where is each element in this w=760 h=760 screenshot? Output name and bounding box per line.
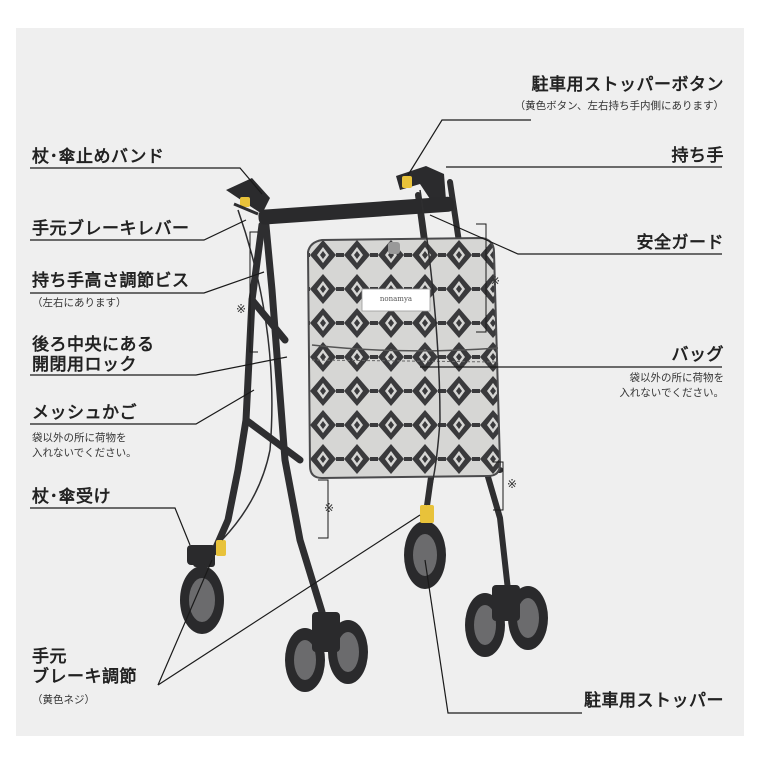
label-stopper-button: 駐車用ストッパーボタン <box>531 75 724 95</box>
note-brake-adjust: （黄色ネジ） <box>32 694 95 706</box>
label-safety-guard: 安全ガード <box>636 233 724 253</box>
mark-2: ※ <box>490 274 500 288</box>
label-cane-holder: 杖･傘受け <box>32 487 111 507</box>
cane-holder-cup <box>187 545 207 565</box>
label-hand-brake-lever: 手元ブレーキレバー <box>32 219 190 239</box>
note-stopper-button: （黄色ボタン、左右持ち手内側にあります） <box>514 100 724 112</box>
label-mesh-basket: メッシュかご <box>32 403 137 423</box>
wheel-front-left <box>180 540 226 634</box>
mark-3: ※ <box>324 501 334 515</box>
bracket-marks: ※ ※ ※ ※ <box>236 274 517 515</box>
mark-4: ※ <box>507 477 517 491</box>
wheel-rear-center <box>404 505 446 589</box>
label-cane-band: 杖･傘止めバンド <box>32 147 165 167</box>
note-mesh-line1: 袋以外の所に荷物を <box>32 432 127 444</box>
label-rear-lock-line1: 後ろ中央にある <box>32 335 155 355</box>
mark-1: ※ <box>236 302 246 316</box>
label-rear-lock-line2: 開閉用ロック <box>32 355 137 375</box>
brake-cables <box>221 189 441 541</box>
note-mesh-line2: 入れないでください。 <box>32 447 137 459</box>
dimension-brackets <box>249 223 504 539</box>
label-parking-stopper: 駐車用ストッパー <box>584 691 724 711</box>
label-brake-adjust-line1: 手元 <box>32 647 67 667</box>
label-bag: バッグ <box>671 345 724 365</box>
label-handle: 持ち手 <box>671 146 724 166</box>
wheel-front-center <box>285 612 368 692</box>
bag-brand-tag: nonamya <box>380 295 412 303</box>
note-bag-line2: 入れないでください。 <box>619 387 724 399</box>
label-brake-adjust-line2: ブレーキ調節 <box>32 667 137 687</box>
leader-lines <box>30 119 722 714</box>
note-height-screw: （左右にあります） <box>32 297 127 309</box>
bag: nonamya <box>306 236 502 480</box>
front-frame <box>210 211 326 616</box>
wheel-rear-right <box>465 585 548 657</box>
label-height-screw: 持ち手高さ調節ビス <box>32 271 190 291</box>
wheels <box>180 505 548 692</box>
note-bag-line1: 袋以外の所に荷物を <box>629 372 725 384</box>
